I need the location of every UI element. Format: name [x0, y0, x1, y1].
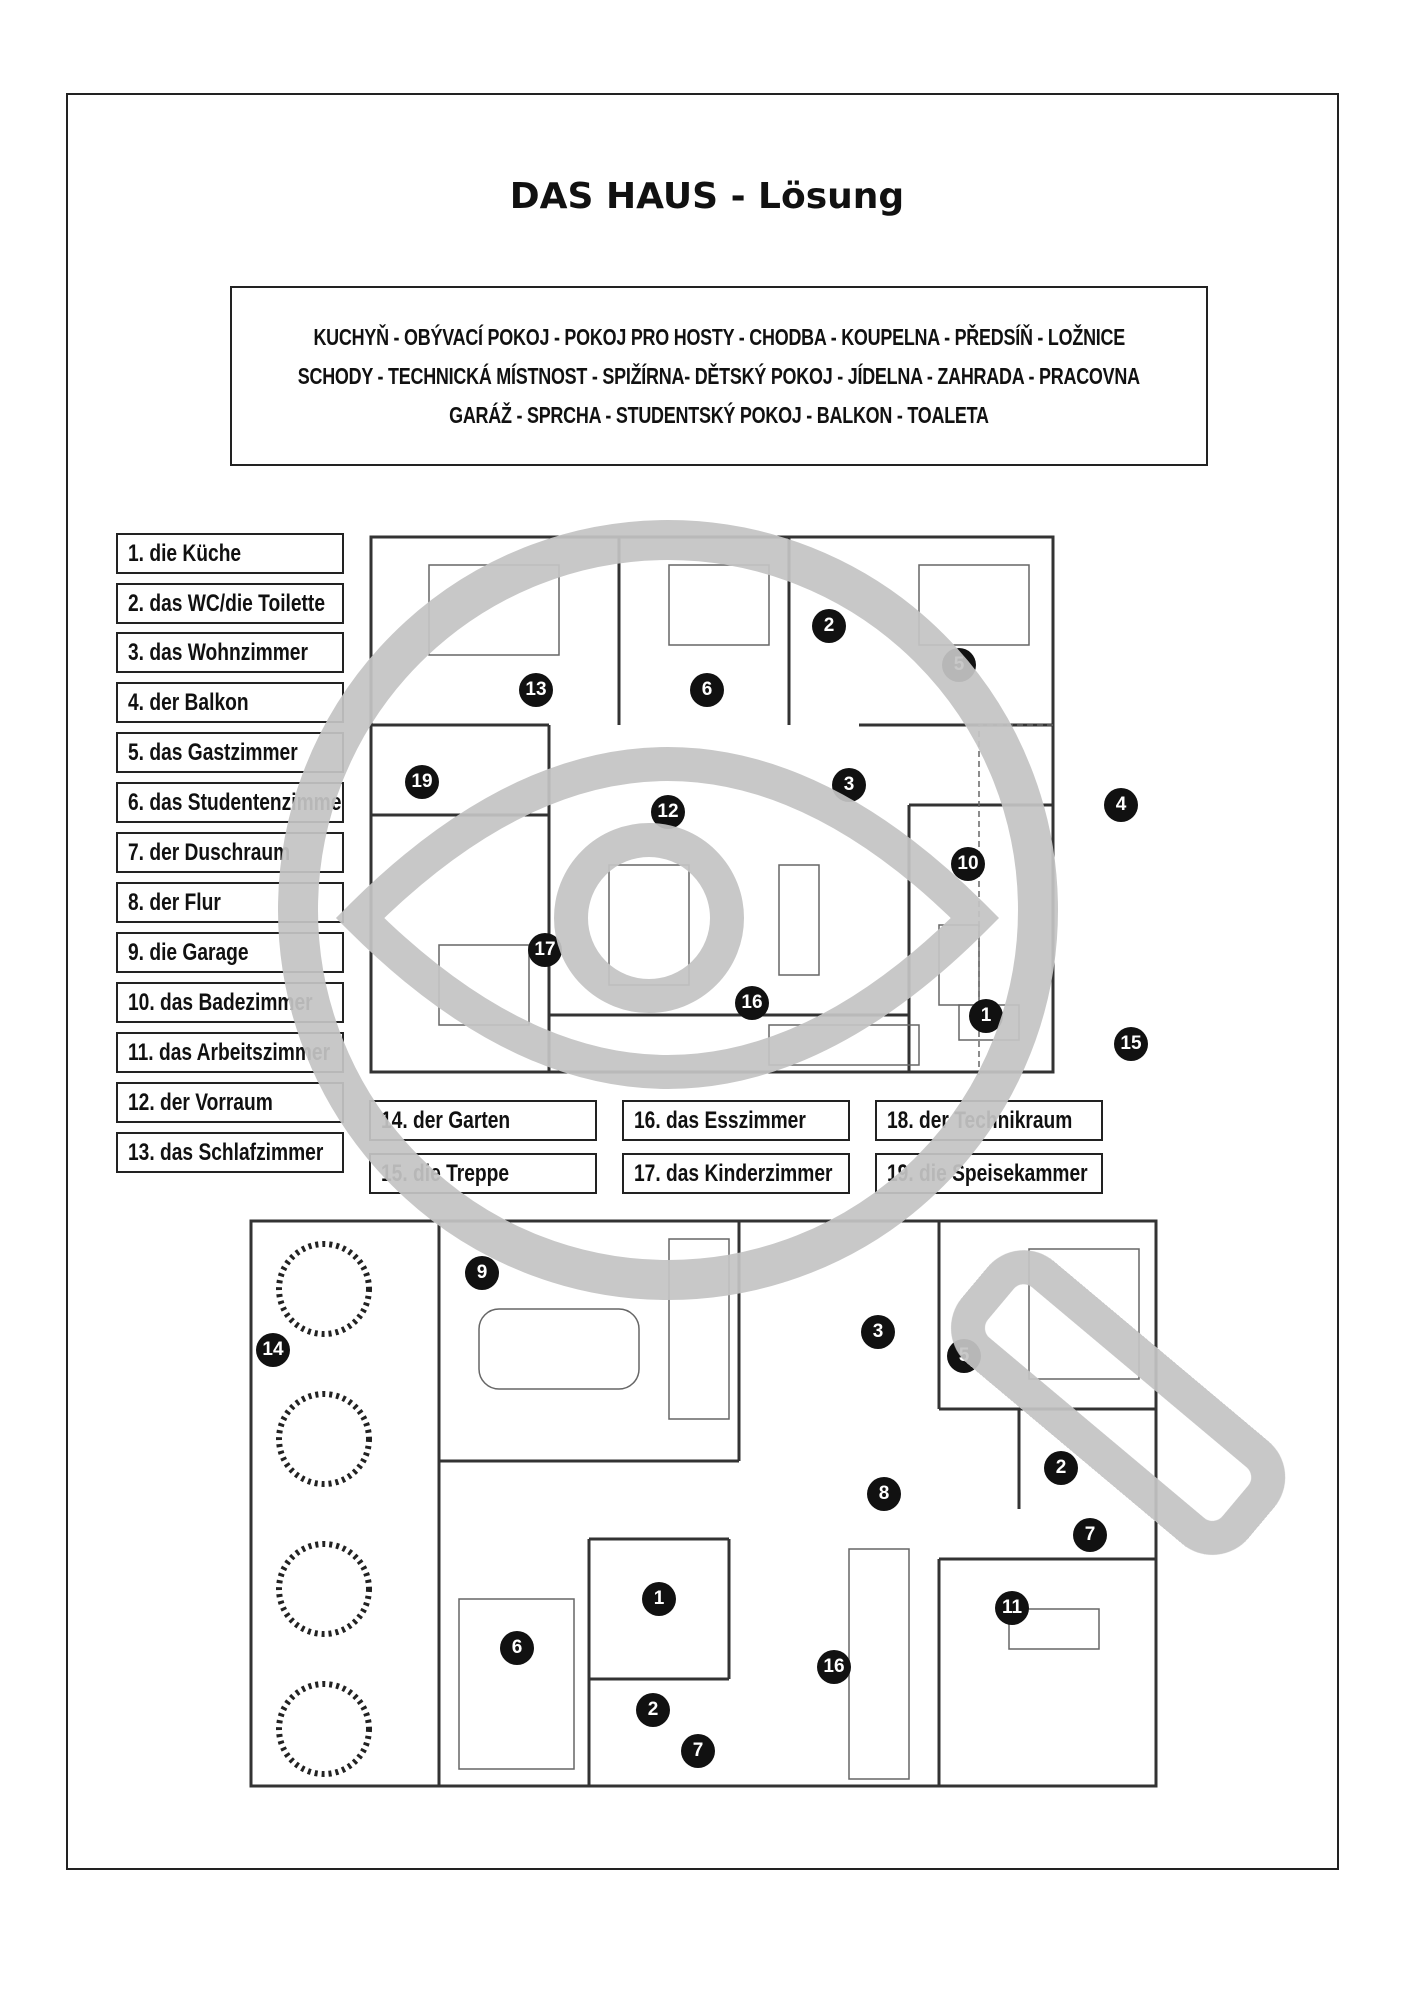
room-number-badge: 9 [465, 1256, 499, 1290]
label-text: 6. das Studentenzimmer [128, 788, 344, 816]
room-number-badge: 14 [256, 1333, 290, 1367]
room-number-badge: 6 [500, 1631, 534, 1665]
word-bank-line: KUCHYŇ - OBÝVACÍ POKOJ - POKOJ PRO HOSTY… [313, 323, 1125, 350]
floor-plan-upper: 2 13 6 19 12 4 10 17 16 1 15 5 3 [369, 535, 1148, 1076]
label-box: 18. der Technikraum [875, 1100, 1103, 1141]
label-box: 8. der Flur [116, 882, 344, 923]
label-box: 3. das Wohnzimmer [116, 632, 344, 673]
room-number-badge: 7 [681, 1734, 715, 1768]
word-bank-line: SCHODY - TECHNICKÁ MÍSTNOST - SPIŽÍRNA- … [297, 362, 1141, 389]
room-number-badge: 2 [1044, 1451, 1078, 1485]
label-box: 4. der Balkon [116, 682, 344, 723]
room-number-badge: 11 [995, 1591, 1029, 1625]
label-text: 14. der Garten [381, 1106, 511, 1134]
label-box: 11. das Arbeitszimmer [116, 1032, 344, 1073]
label-text: 2. das WC/die Toilette [128, 589, 326, 617]
label-text: 11. das Arbeitszimmer [128, 1038, 331, 1066]
page-title: DAS HAUS - Lösung [509, 176, 905, 217]
label-text: 5. das Gastzimmer [128, 738, 298, 766]
word-bank: KUCHYŇ - OBÝVACÍ POKOJ - POKOJ PRO HOSTY… [230, 286, 1208, 466]
room-number-badge: 7 [1073, 1518, 1107, 1552]
label-box: 12. der Vorraum [116, 1082, 344, 1123]
label-box: 15. die Treppe [369, 1153, 597, 1194]
room-number-badge: 5 [942, 648, 976, 682]
room-number-badge: 1 [642, 1582, 676, 1616]
word-bank-line: GARÁŽ - SPRCHA - STUDENTSKÝ POKOJ - BALK… [449, 401, 989, 428]
label-text: 4. der Balkon [128, 688, 249, 716]
page-border [66, 93, 1339, 1870]
label-box: 16. das Esszimmer [622, 1100, 850, 1141]
room-number-badge: 2 [812, 609, 846, 643]
label-text: 10. das Badezimmer [128, 988, 313, 1016]
room-number-badge: 19 [405, 765, 439, 799]
label-box: 9. die Garage [116, 932, 344, 973]
label-box: 17. das Kinderzimmer [622, 1153, 850, 1194]
floor-plan-ground-walls [249, 1219, 1158, 1788]
room-number-badge: 12 [651, 795, 685, 829]
label-box: 10. das Badezimmer [116, 982, 344, 1023]
label-text: 9. die Garage [128, 938, 249, 966]
label-text: 18. der Technikraum [887, 1106, 1073, 1134]
label-text: 3. das Wohnzimmer [128, 638, 308, 666]
room-number-badge: 4 [1104, 788, 1138, 822]
label-text: 16. das Esszimmer [634, 1106, 806, 1134]
room-number-badge: 15 [1114, 1027, 1148, 1061]
label-text: 19. die Speisekammer [887, 1159, 1088, 1187]
floor-plan-ground: 14 9 3 5 2 8 7 1 11 6 16 2 7 [249, 1219, 1158, 1788]
label-box: 5. das Gastzimmer [116, 732, 344, 773]
label-box: 2. das WC/die Toilette [116, 583, 344, 624]
label-box: 13. das Schlafzimmer [116, 1132, 344, 1173]
floor-plan-upper-walls [369, 535, 1055, 1075]
label-text: 7. der Duschraum [128, 838, 291, 866]
room-number-badge: 17 [528, 933, 562, 967]
room-number-badge: 2 [636, 1693, 670, 1727]
room-number-badge: 3 [861, 1315, 895, 1349]
room-number-badge: 16 [817, 1650, 851, 1684]
label-text: 17. das Kinderzimmer [634, 1159, 833, 1187]
label-text: 12. der Vorraum [128, 1088, 273, 1116]
room-number-badge: 16 [735, 986, 769, 1020]
room-number-badge: 1 [969, 999, 1003, 1033]
room-number-badge: 13 [519, 673, 553, 707]
label-text: 13. das Schlafzimmer [128, 1138, 324, 1166]
room-number-badge: 3 [832, 768, 866, 802]
label-text: 1. die Küche [128, 539, 242, 567]
label-text: 8. der Flur [128, 888, 221, 916]
label-text: 15. die Treppe [381, 1159, 510, 1187]
label-box: 19. die Speisekammer [875, 1153, 1103, 1194]
room-number-badge: 5 [947, 1339, 981, 1373]
label-box: 6. das Studentenzimmer [116, 782, 344, 823]
room-number-badge: 10 [951, 847, 985, 881]
room-number-badge: 6 [690, 673, 724, 707]
label-box: 7. der Duschraum [116, 832, 344, 873]
label-box: 1. die Küche [116, 533, 344, 574]
label-box: 14. der Garten [369, 1100, 597, 1141]
room-number-badge: 8 [867, 1477, 901, 1511]
